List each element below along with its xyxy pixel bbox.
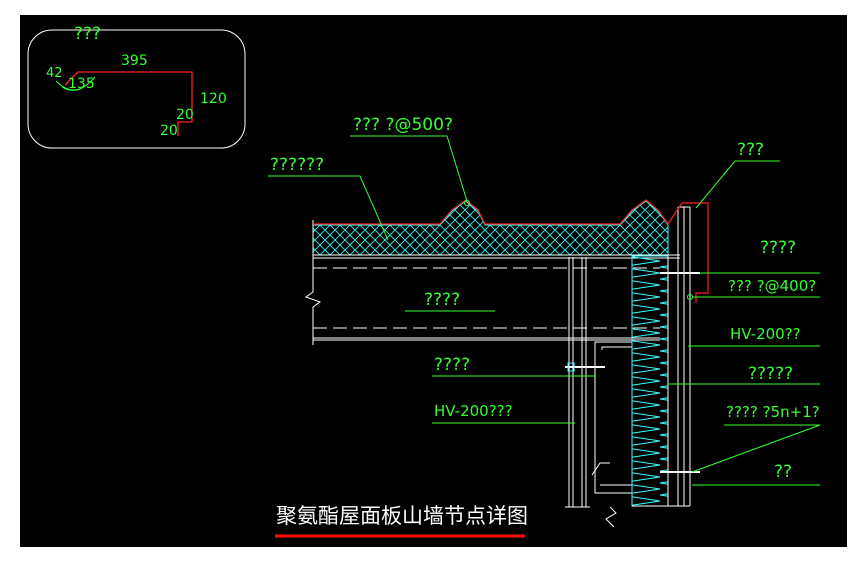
label-roof-panel: ?????? xyxy=(270,155,324,175)
label-hv200-left: HV-200??? xyxy=(434,402,513,420)
bracket-channel xyxy=(594,341,632,494)
label-bracket: ???? xyxy=(434,355,470,375)
dim-395: 395 xyxy=(121,53,148,69)
cad-canvas: ??? 42 395 135 120 20 20 xyxy=(20,15,847,547)
label-purlin: ???? xyxy=(424,290,460,310)
label-flashing: ??? xyxy=(737,140,764,160)
label-hv200-right: HV-200?? xyxy=(730,325,801,343)
flashing-profile-inset: ??? 42 395 135 120 20 20 xyxy=(27,24,246,149)
gable-flashing xyxy=(313,199,709,303)
drawing-title: 聚氨酯屋面板山墙节点详图 xyxy=(276,504,528,528)
label-wall-panel: ????? xyxy=(748,364,793,384)
label-screw-500: ??? ?@500? xyxy=(353,115,453,135)
label-right-1: ???? xyxy=(760,238,796,258)
leader-lines xyxy=(268,135,821,486)
break-line xyxy=(304,220,322,345)
detail-drawing: ??? 42 395 135 120 20 20 xyxy=(27,24,821,538)
inset-title: ??? xyxy=(74,24,101,44)
flashing-profile-line xyxy=(64,71,193,136)
steel-frame xyxy=(565,257,632,528)
label-screw-5n: ???? ?5n+1? xyxy=(726,403,820,421)
wall-panel xyxy=(631,206,700,507)
label-bottom: ?? xyxy=(774,462,792,482)
roof-panel-core xyxy=(312,200,669,256)
label-screw-400: ??? ?@400? xyxy=(728,277,816,295)
wall-panel-core xyxy=(631,255,669,507)
dim-20-upper: 20 xyxy=(176,107,194,123)
dim-20-lower: 20 xyxy=(160,123,178,139)
dim-42: 42 xyxy=(46,66,63,81)
dim-120: 120 xyxy=(200,91,227,107)
inset-border xyxy=(27,29,246,149)
purlin-section xyxy=(304,220,660,345)
dim-135: 135 xyxy=(68,76,95,92)
roof-panel xyxy=(312,200,680,259)
